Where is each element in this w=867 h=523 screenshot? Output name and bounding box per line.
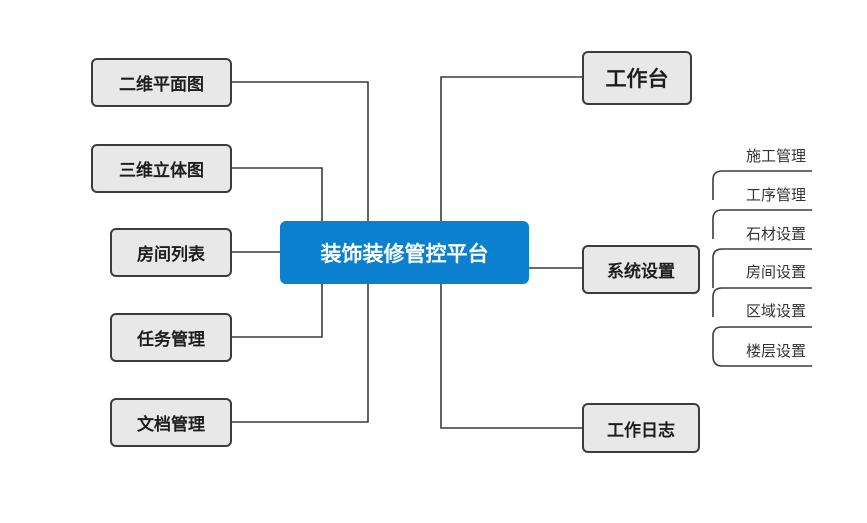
node-workbench: 工作台 (582, 51, 692, 105)
connector-floor-plan (232, 81, 369, 222)
settings-item-stone: 石材设置 (714, 220, 812, 246)
center-node: 装饰装修管控平台 (280, 221, 529, 284)
connector-document-management (232, 284, 369, 423)
connector-task-management (232, 284, 323, 338)
connector-settings-bracket-2 (712, 209, 812, 239)
node-room-list: 房间列表 (110, 228, 232, 277)
settings-item-construction: 施工管理 (714, 142, 812, 168)
node-3d-view: 三维立体图 (91, 144, 232, 193)
connector-settings-bracket-4 (712, 287, 812, 317)
node-room-list-label: 房间列表 (137, 245, 205, 265)
connector-3d-view (232, 167, 323, 222)
settings-item-floor-label: 楼层设置 (745, 341, 806, 360)
node-document-management: 文档管理 (110, 398, 232, 447)
settings-item-room: 房间设置 (714, 258, 812, 284)
node-3d-view-label: 三维立体图 (119, 161, 204, 181)
node-workbench-label: 工作台 (605, 67, 669, 91)
settings-item-process: 工序管理 (714, 181, 812, 207)
connector-work-log (440, 284, 582, 429)
settings-item-process-label: 工序管理 (745, 185, 806, 204)
connector-settings-bracket-5 (712, 326, 812, 367)
node-system-settings: 系统设置 (582, 245, 700, 294)
settings-item-floor: 楼层设置 (714, 337, 812, 363)
settings-item-construction-label: 施工管理 (745, 146, 806, 165)
node-task-management-label: 任务管理 (137, 330, 205, 350)
node-task-management: 任务管理 (110, 313, 232, 362)
node-floor-plan: 二维平面图 (91, 58, 232, 107)
node-document-management-label: 文档管理 (137, 415, 205, 435)
settings-item-area-label: 区域设置 (745, 301, 806, 320)
node-work-log-label: 工作日志 (607, 420, 675, 441)
settings-item-room-label: 房间设置 (745, 262, 806, 281)
node-work-log: 工作日志 (582, 403, 700, 453)
settings-item-stone-label: 石材设置 (745, 224, 806, 243)
settings-item-area: 区域设置 (714, 297, 812, 323)
node-system-settings-label: 系统设置 (607, 262, 675, 282)
connector-settings-bracket-1 (712, 170, 812, 200)
center-node-label: 装饰装修管控平台 (320, 241, 489, 266)
node-floor-plan-label: 二维平面图 (119, 75, 204, 95)
connector-workbench (440, 76, 582, 222)
connector-settings-bracket-3 (712, 248, 812, 288)
